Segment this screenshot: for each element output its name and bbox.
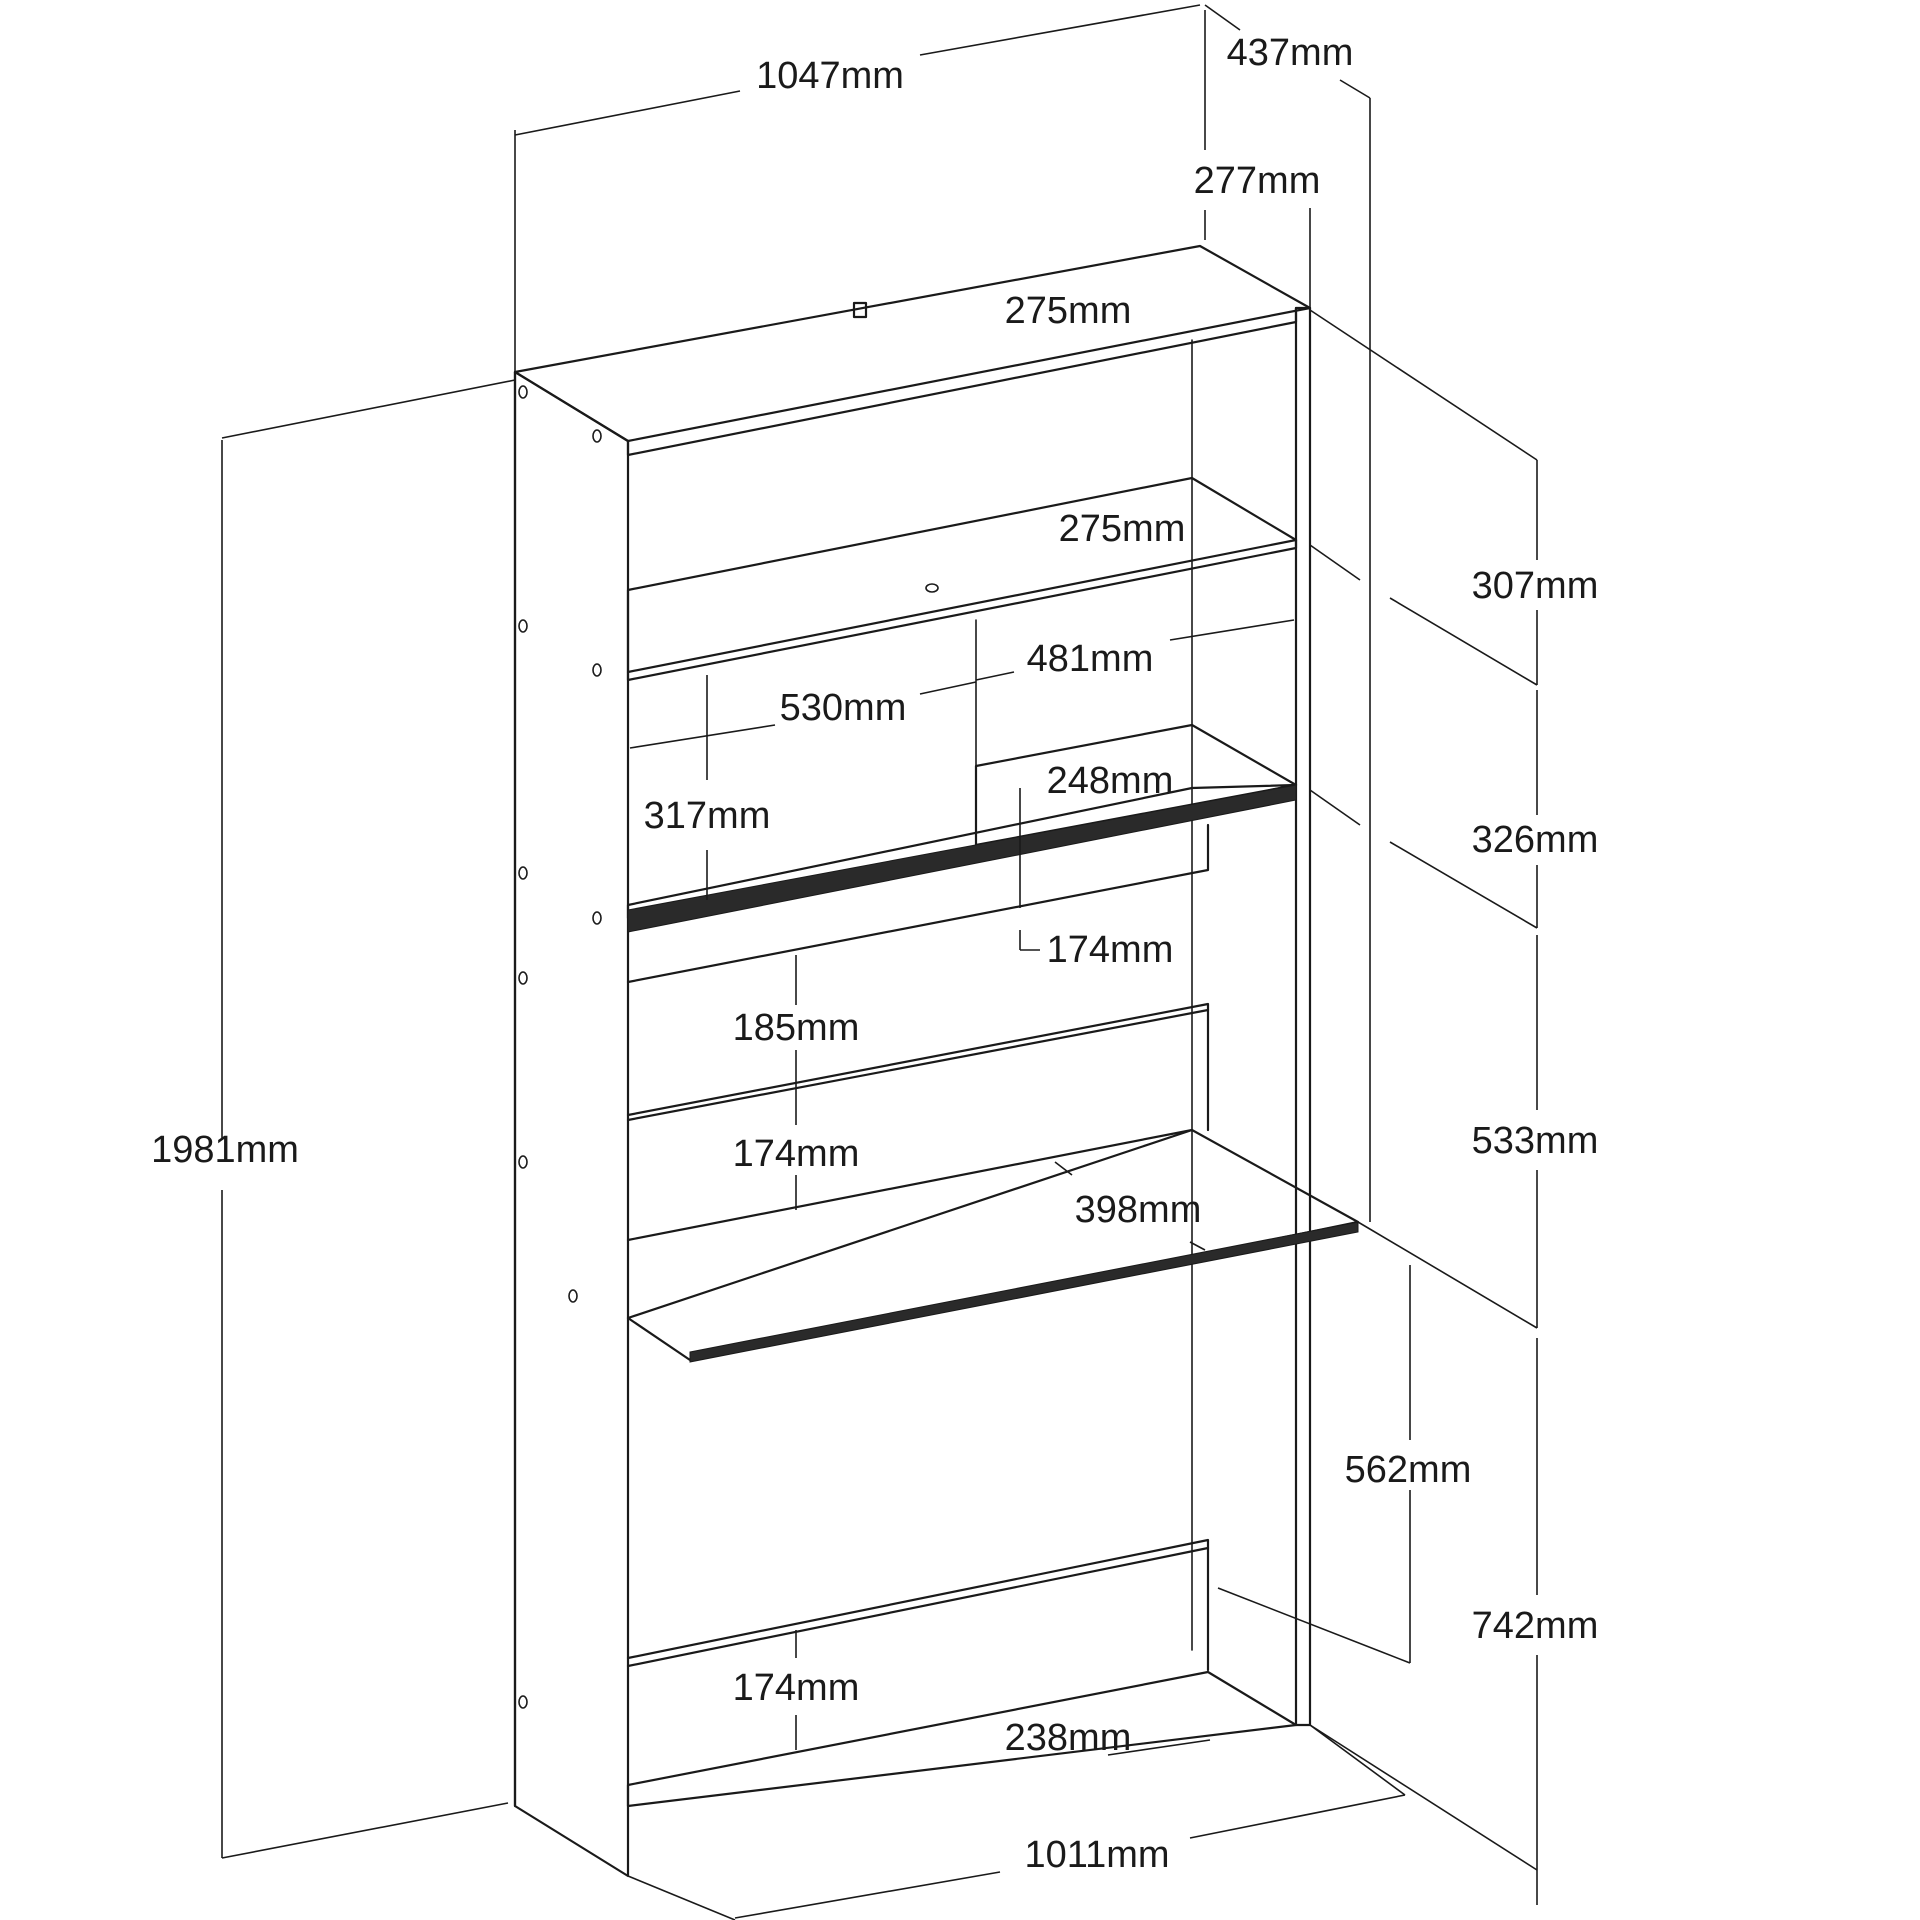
upper-shelf-edge [626,538,1298,682]
kick-board-b [626,1546,1210,1668]
kick-board [626,1538,1210,1672]
label-bottom-shelf-depth: 238mm [1005,1717,1132,1759]
drawer-front [626,823,1210,984]
label-drawer-gap: 174mm [1047,929,1174,971]
pin-hole [518,866,528,880]
label-desk-height: 562mm [1345,1449,1472,1491]
label-compartment-height: 317mm [644,795,771,837]
label-right-height-2: 326mm [1472,819,1599,861]
label-top-shelf-depth: 275mm [1005,290,1132,332]
pin-hole [518,385,528,399]
wall-bracket-icon [852,301,868,319]
pin-hole [518,619,528,633]
label-right-height-4: 742mm [1472,1605,1599,1647]
label-bottom-opening-height: 174mm [733,1667,860,1709]
label-lower-compartment-width: 530mm [780,687,907,729]
label-depth-inner: 277mm [1194,160,1321,202]
cabinet-structure [513,244,1360,1878]
pin-hole [518,1695,528,1709]
label-small-shelf-depth: 248mm [1047,760,1174,802]
pin-hole [518,1155,528,1169]
dimension-labels: 1047mm 437mm 277mm 275mm 275mm 481mm 530… [151,32,1598,1876]
rail-shelf-2 [626,1128,1194,1242]
left-panel-front [513,370,630,1878]
desk-front-edge [689,1221,1359,1363]
label-depth-top: 437mm [1227,32,1354,74]
label-second-shelf-depth: 275mm [1059,508,1186,550]
label-desk-depth: 398mm [1075,1189,1202,1231]
rail-shelf-1b [626,1008,1210,1122]
pin-hole [592,429,602,443]
label-opening-height-1: 185mm [733,1007,860,1049]
label-right-height-3: 533mm [1472,1120,1599,1162]
label-width-bottom: 1011mm [1024,1834,1169,1876]
cable-hole [925,583,939,593]
label-upper-compartment-width: 481mm [1027,638,1154,680]
label-right-height-1: 307mm [1472,565,1599,607]
right-panel [1294,306,1312,1727]
middle-shelf-front [627,784,1297,933]
label-opening-height-2: 174mm [733,1133,860,1175]
label-total-height: 1981mm [151,1129,299,1171]
pin-hole [592,911,602,925]
bottom-shelf [626,1670,1298,1808]
dimension-lines [221,4,1538,1920]
pin-hole [568,1289,578,1303]
upper-shelf [626,476,1298,674]
label-width-top: 1047mm [756,55,904,97]
pin-hole [592,663,602,677]
pin-hole [518,971,528,985]
rail-shelf-1 [626,1002,1210,1132]
